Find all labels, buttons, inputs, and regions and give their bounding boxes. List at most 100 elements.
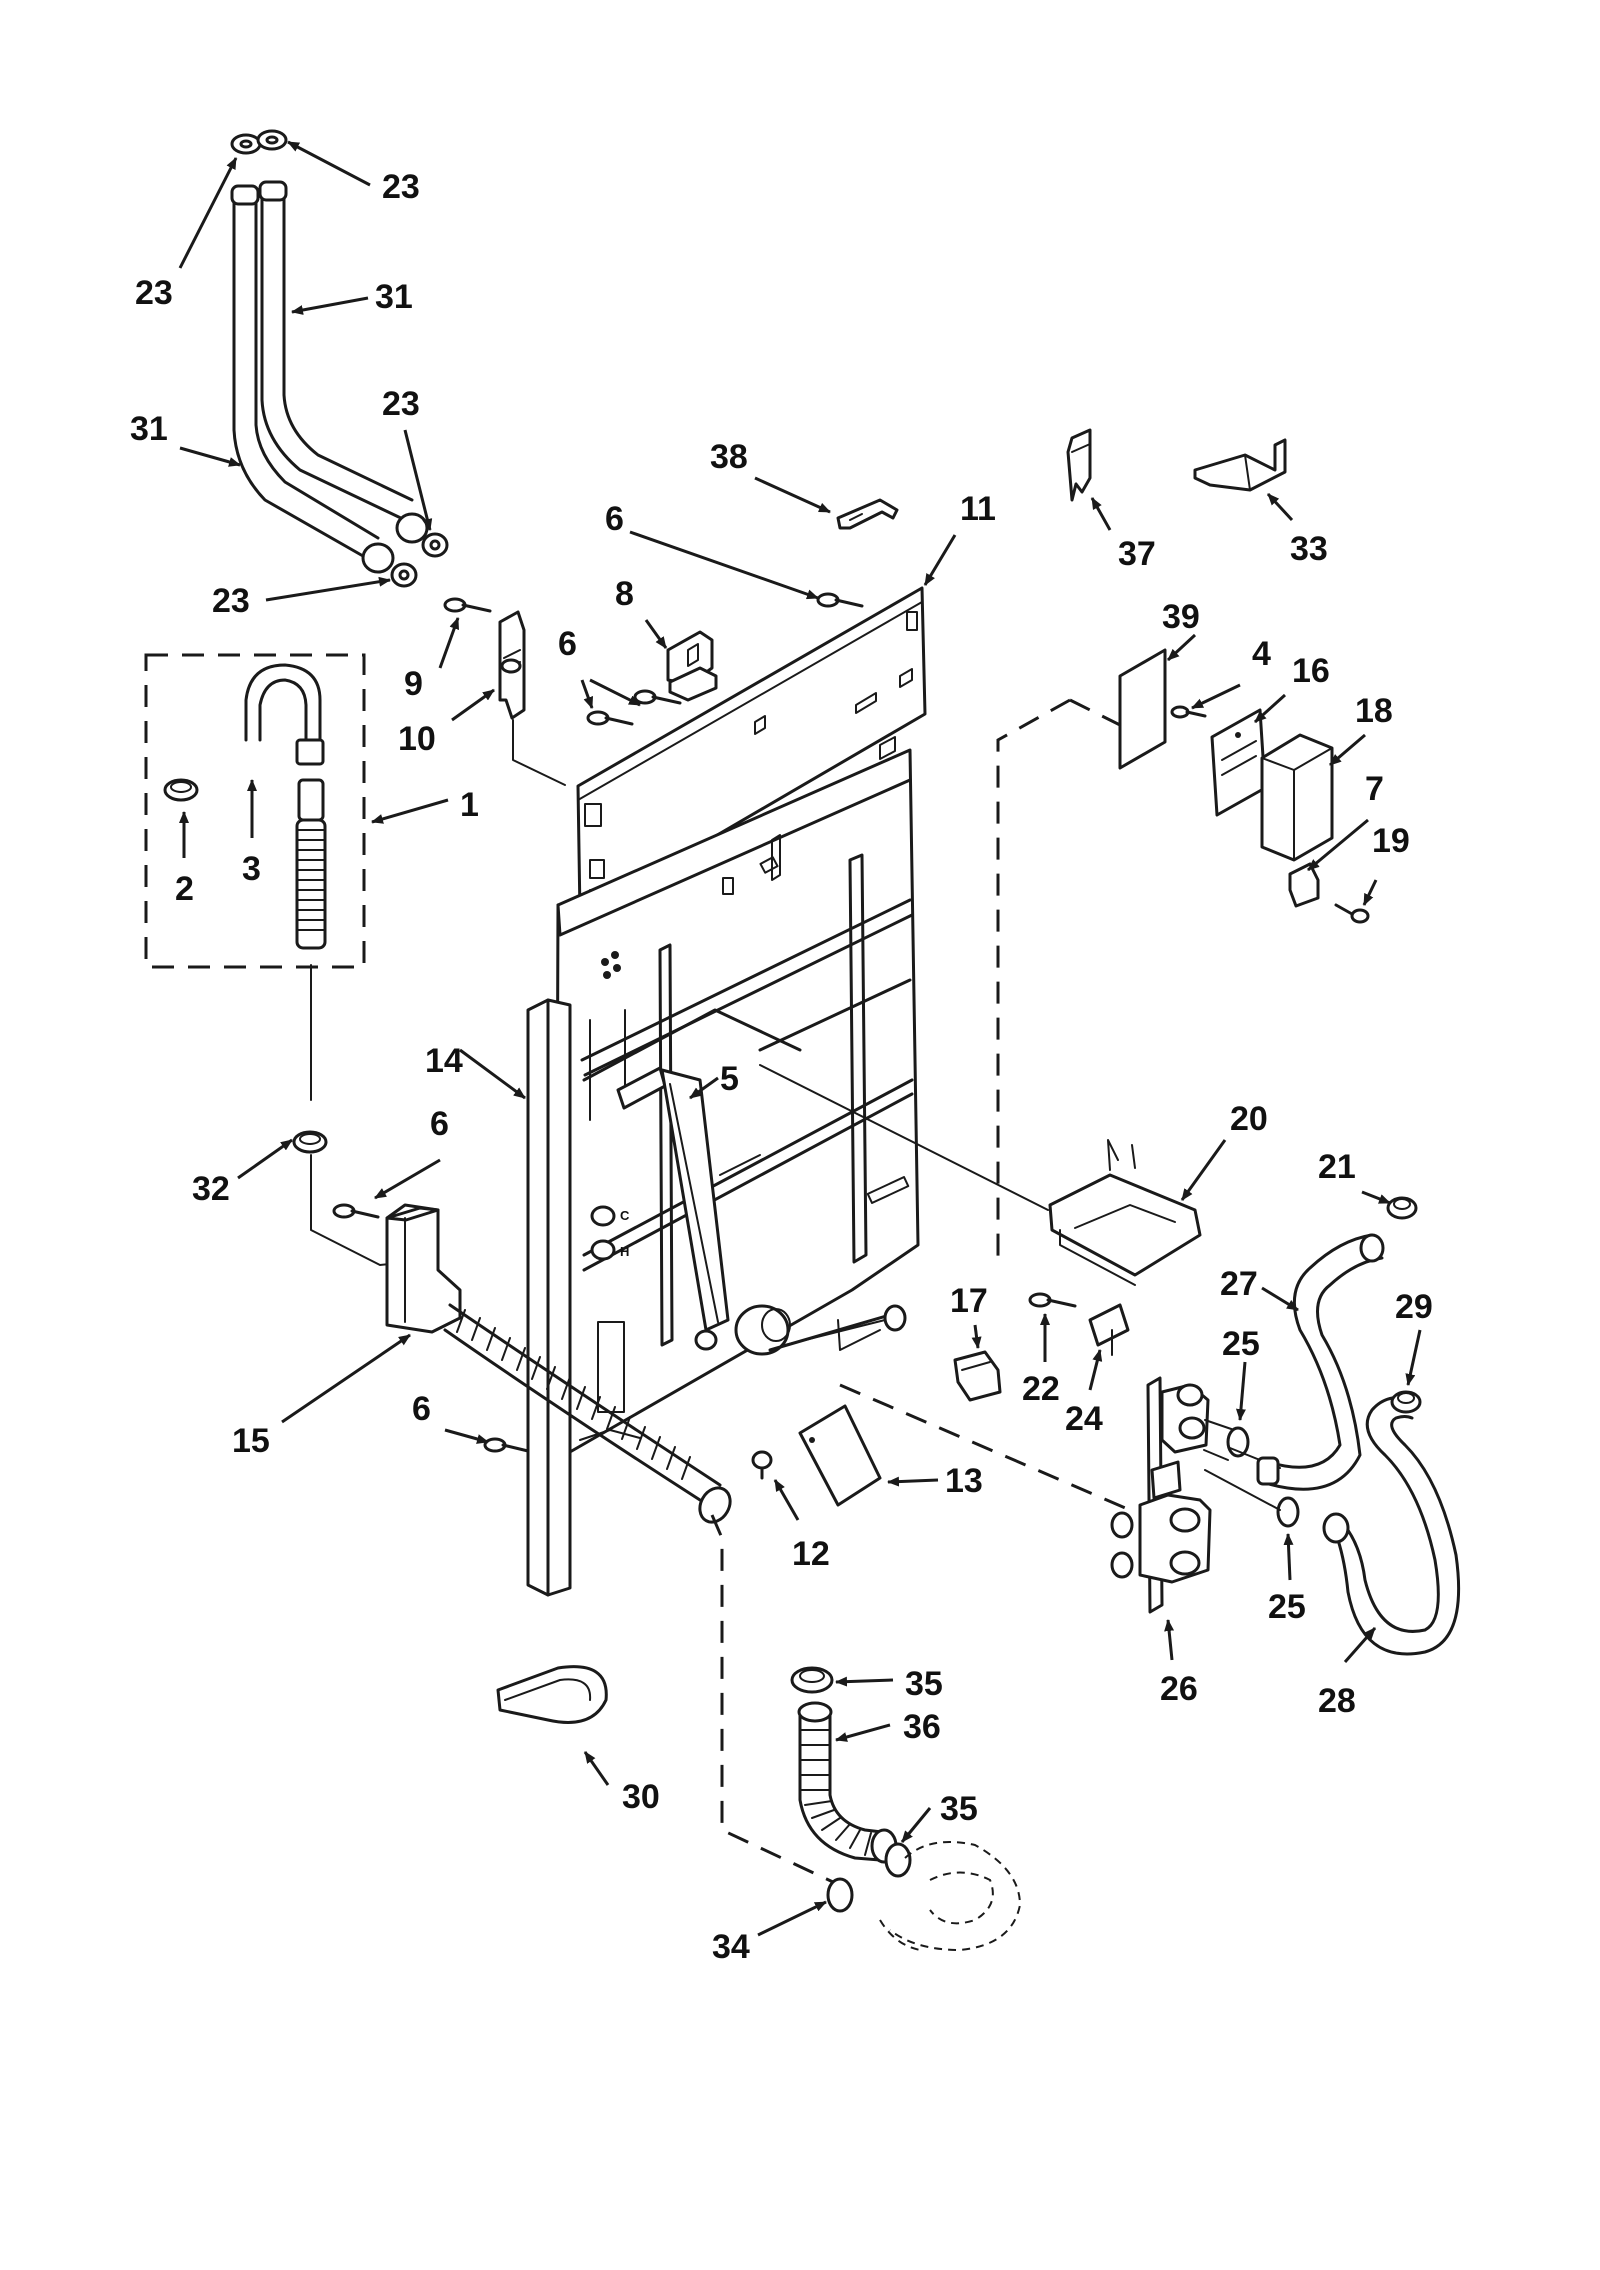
rear-panel: [576, 586, 927, 917]
callout-18: 18: [1355, 692, 1393, 730]
drain-pump-cover: [385, 1203, 462, 1334]
support-wedge: [616, 1066, 730, 1332]
callout-26: 26: [1160, 1670, 1198, 1708]
callout-8: 8: [615, 575, 634, 613]
callout-23-lower: 23: [212, 582, 250, 620]
callout-30: 30: [622, 1778, 660, 1816]
callout-9: 9: [404, 665, 423, 703]
washer-top-left: [230, 133, 262, 155]
wiring-route-valve: [839, 1383, 1131, 1512]
callout-6-lower: 6: [412, 1390, 431, 1428]
callout-23-top-left: 23: [135, 274, 173, 312]
hose-fitting-lower: [361, 542, 418, 588]
callout-29: 29: [1395, 1288, 1433, 1326]
clamp-25-lower: [1276, 1496, 1300, 1528]
clamp-21: [1386, 1196, 1418, 1220]
back-panel: C H: [554, 748, 920, 1462]
screw-6-d: [483, 1437, 530, 1453]
drain-hose-kit: [144, 653, 366, 969]
callout-6-mid: 6: [558, 625, 577, 663]
valve-bracket: [1088, 1303, 1130, 1356]
callout-35-top: 35: [905, 1665, 943, 1703]
clip-7: [1288, 862, 1320, 908]
wire-shield: [1118, 648, 1167, 770]
callout-34: 34: [712, 1928, 750, 1966]
mounting-bracket: [1048, 1139, 1202, 1286]
callout-38: 38: [710, 438, 748, 476]
plug-12: [751, 1450, 773, 1480]
callout-12: 12: [792, 1535, 830, 1573]
callout-1: 1: [460, 786, 479, 824]
callout-16: 16: [1292, 652, 1330, 690]
pump-roller: [734, 1304, 907, 1356]
callout-31-left: 31: [130, 410, 168, 448]
hose-clip-30: [496, 1665, 608, 1724]
callout-24: 24: [1065, 1400, 1103, 1438]
hose-bracket: [498, 610, 566, 786]
callout-37: 37: [1118, 535, 1156, 573]
cover-plate: [798, 1404, 882, 1507]
inlet-hose-right: [258, 180, 414, 522]
hose-hook: [244, 663, 322, 744]
clamp-35-bottom: [884, 1842, 912, 1878]
relay-box: [1260, 733, 1334, 862]
drain-hose: [443, 1303, 732, 1524]
callout-25-lower: 25: [1268, 1588, 1306, 1626]
callout-36: 36: [903, 1708, 941, 1746]
callout-27: 27: [1220, 1265, 1258, 1303]
control-board: [1210, 708, 1267, 817]
fill-hose-lower: [1322, 1396, 1461, 1656]
callout-39: 39: [1162, 598, 1200, 636]
screw-6-b: [586, 710, 634, 726]
callout-19: 19: [1372, 822, 1410, 860]
callout-6-top: 6: [605, 500, 624, 538]
callout-4: 4: [1252, 635, 1271, 673]
hose-clamp: [292, 1130, 328, 1154]
callout-17: 17: [950, 1282, 988, 1320]
callout-13: 13: [945, 1462, 983, 1500]
callout-11: 11: [960, 490, 996, 528]
washer-top-right: [256, 129, 288, 151]
clamp-34: [826, 1877, 854, 1913]
callout-5: 5: [720, 1060, 739, 1098]
callout-10: 10: [398, 720, 436, 758]
guide-line-bracket: [759, 1064, 1049, 1211]
screw-4: [1170, 705, 1207, 719]
pump-outline-dashed: [879, 1841, 1022, 1952]
bracket-38: [836, 498, 899, 530]
side-rail: [526, 998, 572, 1597]
hot-inlet-mark: H: [620, 1244, 629, 1259]
screw-6-c: [332, 1203, 380, 1219]
callout-7: 7: [1365, 770, 1384, 808]
screw-6-top: [816, 592, 864, 608]
callout-31-right: 31: [375, 278, 413, 316]
water-valve: [1110, 1376, 1241, 1614]
callout-labels: 1 2 3 4 5 6 6 6 6 6 7 8 9 10 11 12 13 14…: [130, 168, 1433, 1966]
callout-2: 2: [175, 870, 194, 908]
hose-fitting-upper: [395, 512, 449, 558]
drain-route: [710, 1514, 851, 1892]
fill-hose: [1256, 1233, 1385, 1491]
callout-20: 20: [1230, 1100, 1268, 1138]
wiring-route-shield: [1069, 698, 1121, 727]
callout-32: 32: [192, 1170, 230, 1208]
callout-3: 3: [242, 850, 261, 888]
callout-15: 15: [232, 1422, 270, 1460]
clamp-29: [1390, 1390, 1422, 1414]
callout-6-left: 6: [430, 1105, 449, 1143]
screw-9: [443, 597, 492, 613]
wiring-route-right: [996, 698, 1071, 1265]
inlet-hose-left: [230, 184, 380, 562]
screw-19: [1334, 903, 1370, 924]
callout-14: 14: [425, 1042, 463, 1080]
clip-17: [953, 1350, 1002, 1402]
drain-hose-extension: [295, 778, 327, 950]
callout-33: 33: [1290, 530, 1328, 568]
callout-23-top-right: 23: [382, 168, 420, 206]
callout-25-upper: 25: [1222, 1325, 1260, 1363]
lid-switch-bracket: [666, 630, 718, 702]
screw-22: [1028, 1292, 1077, 1308]
cold-inlet-mark: C: [620, 1208, 630, 1223]
leader-arrows: [178, 140, 1422, 1937]
